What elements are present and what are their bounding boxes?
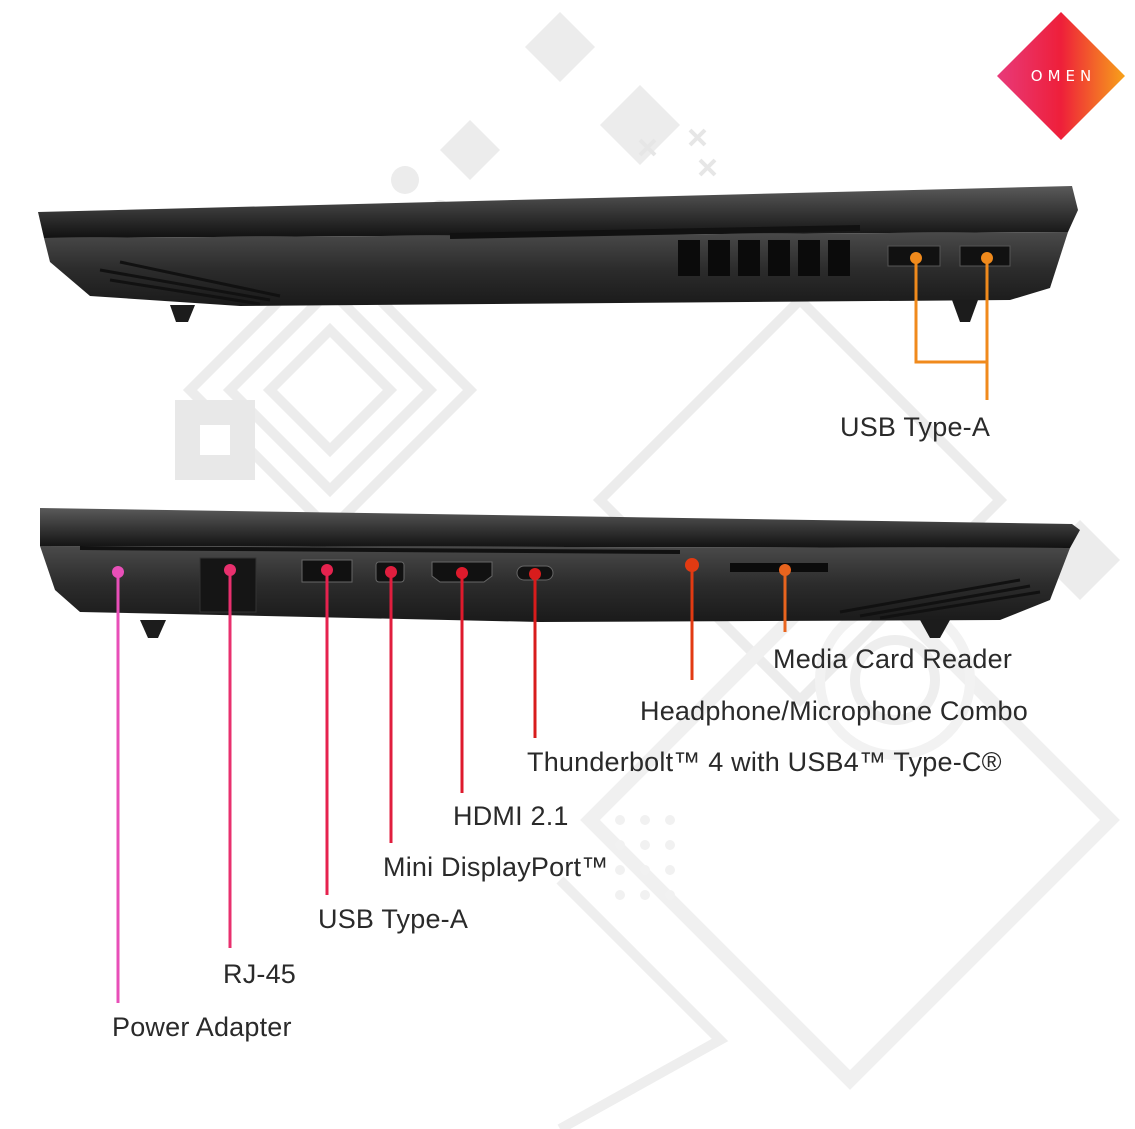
laptop-right-side [38,186,1078,322]
label-usb-type-a-top: USB Type-A [840,412,991,442]
label-thunderbolt: Thunderbolt™ 4 with USB4™ Type-C® [527,747,1002,777]
label-media-card-reader: Media Card Reader [773,644,1013,674]
label-rj45: RJ-45 [223,959,297,989]
label-usb-type-a: USB Type-A [318,904,469,934]
label-power-adapter: Power Adapter [112,1012,292,1042]
omen-logo: OMEN [997,12,1125,140]
callout-usb-top [914,258,989,400]
logo-text: OMEN [1030,67,1097,85]
logo-diamond-icon [997,12,1125,140]
label-headphone-mic-combo: Headphone/Microphone Combo [640,696,1028,726]
label-mini-displayport: Mini DisplayPort™ [383,852,609,882]
label-hdmi: HDMI 2.1 [453,801,569,831]
laptop-left-side [40,508,1080,638]
